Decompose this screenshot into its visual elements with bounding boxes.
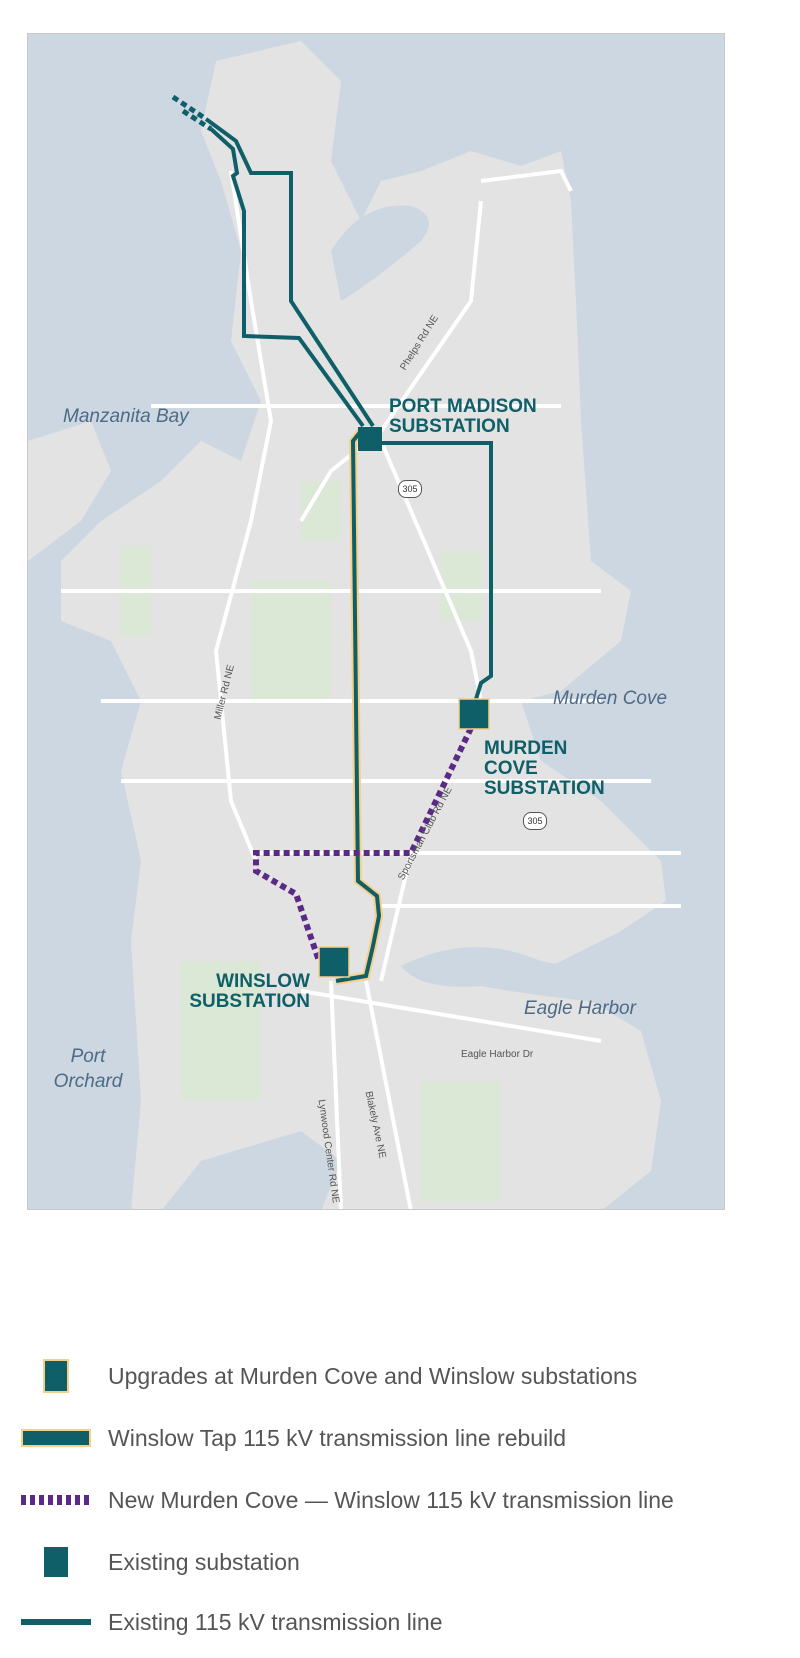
rebuild-line-icon <box>21 1429 91 1447</box>
legend-item-rebuild: Winslow Tap 115 kV transmission line reb… <box>20 1418 566 1458</box>
winslow-label: WINSLOW SUBSTATION <box>170 972 310 1012</box>
legend-label: Upgrades at Murden Cove and Winslow subs… <box>108 1362 638 1389</box>
substation-name: MURDEN <box>484 738 568 759</box>
legend-item-existing-substation: Existing substation <box>20 1542 300 1582</box>
map-canvas <box>28 34 724 1209</box>
existing-transmission-lines <box>171 94 493 700</box>
legend-item-new-line: New Murden Cove — Winslow 115 kV transmi… <box>20 1480 674 1520</box>
inner-bay <box>331 205 429 301</box>
water-label-manzanita-bay: Manzanita Bay <box>63 406 189 427</box>
map: Manzanita Bay Murden Cove Eagle Harbor P… <box>27 33 725 1210</box>
substation-name-line3: SUBSTATION <box>484 778 605 799</box>
new-murden-winslow-line <box>253 726 474 962</box>
highway-305-shield: 305 <box>523 812 547 830</box>
upgraded-substation-icon <box>43 1359 69 1393</box>
murden-cove-substation[interactable] <box>458 698 490 730</box>
water-label-eagle-harbor: Eagle Harbor <box>524 998 636 1019</box>
substation-name: PORT MADISON <box>389 396 537 417</box>
legend-label: Winslow Tap 115 kV transmission line reb… <box>108 1424 567 1451</box>
new-line-icon <box>21 1495 91 1505</box>
existing-line-icon <box>21 1619 91 1625</box>
parks <box>121 481 501 1201</box>
legend-label: Existing 115 kV transmission line <box>108 1608 443 1635</box>
winslow-substation[interactable] <box>318 946 350 978</box>
substation-name-line2: SUBSTATION <box>189 991 310 1012</box>
substation-name-line2: COVE <box>484 758 538 779</box>
winslow-tap-rebuild-line-core <box>335 429 382 983</box>
substation-name-line2: SUBSTATION <box>389 416 510 437</box>
island-land <box>61 41 666 1209</box>
legend-item-existing-line: Existing 115 kV transmission line <box>20 1602 443 1642</box>
highway-305-shield: 305 <box>398 480 422 498</box>
eagle-harbor-water <box>401 947 701 1011</box>
substation-name: WINSLOW <box>216 971 310 992</box>
legend-label: Existing substation <box>108 1548 300 1575</box>
port-madison-substation[interactable] <box>358 427 382 451</box>
legend-label: New Murden Cove — Winslow 115 kV transmi… <box>108 1486 674 1513</box>
water-label-murden-cove: Murden Cove <box>553 688 668 709</box>
port-madison-label: PORT MADISON SUBSTATION <box>389 397 537 437</box>
roads <box>61 168 681 1209</box>
water-label-port-orchard: Port Orchard <box>53 1046 123 1092</box>
island-land-west <box>28 421 111 561</box>
murden-cove-label: MURDEN COVE SUBSTATION <box>484 739 605 799</box>
road-label-eagle-harbor-dr: Eagle Harbor Dr <box>461 1049 534 1060</box>
existing-substation-icon <box>44 1547 68 1577</box>
legend-item-upgrades: Upgrades at Murden Cove and Winslow subs… <box>20 1356 637 1396</box>
